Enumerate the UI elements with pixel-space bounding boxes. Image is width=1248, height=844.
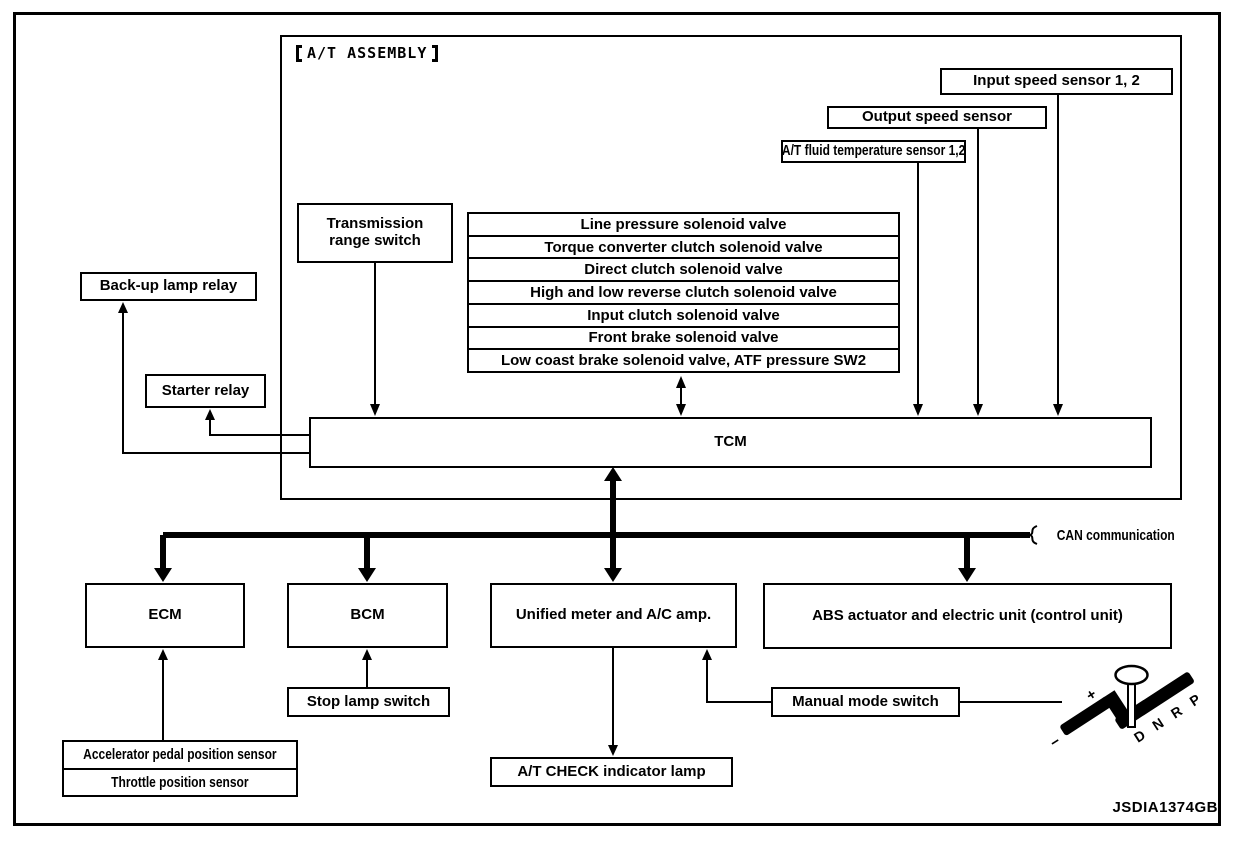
box-tcm-label: TCM xyxy=(714,433,747,451)
box-manual-mode-switch-label: Manual mode switch xyxy=(792,692,939,710)
box-unified-meter-label: Unified meter and A/C amp. xyxy=(515,606,712,624)
box-ecm: ECM xyxy=(85,583,245,648)
solenoid-row: Front brake solenoid valve xyxy=(469,325,898,349)
pedal-sensor-row: Accelerator pedal position sensor xyxy=(64,742,296,768)
at-assembly-label-text: A/T ASSEMBLY xyxy=(307,44,428,62)
can-communication-label-text: CAN communication xyxy=(1056,527,1175,544)
box-stop-lamp-switch: Stop lamp switch xyxy=(287,687,450,717)
outer-border xyxy=(13,12,1221,826)
box-at-check-lamp-label: A/T CHECK indicator lamp xyxy=(517,762,706,780)
box-at-fluid-temp-sensor-label: A/T fluid temperature sensor 1,2 xyxy=(781,142,966,160)
box-at-fluid-temp-sensor: A/T fluid temperature sensor 1,2 xyxy=(781,140,966,163)
pedal-sensor-row-label: Throttle position sensor xyxy=(111,773,249,791)
at-assembly-boundary xyxy=(280,35,1182,500)
box-transmission-range-switch: Transmission range switch xyxy=(297,203,453,263)
box-output-speed-sensor-label: Output speed sensor xyxy=(861,108,1013,126)
solenoid-row: Line pressure solenoid valve xyxy=(580,215,787,233)
box-transmission-range-switch-label: Transmission range switch xyxy=(326,215,424,249)
box-abs-unit: ABS actuator and electric unit (control … xyxy=(763,583,1172,649)
can-communication-label: CAN communication xyxy=(1042,527,1190,544)
box-stop-lamp-switch-label: Stop lamp switch xyxy=(306,692,431,710)
solenoid-row: Input clutch solenoid valve xyxy=(469,302,898,326)
figure-id: JSDIA1374GB xyxy=(1112,799,1218,816)
left-lenticular-bracket-icon xyxy=(296,44,302,62)
solenoid-row: Direct clutch solenoid valve xyxy=(469,257,898,280)
box-backup-lamp-relay: Back-up lamp relay xyxy=(80,272,257,301)
box-at-check-lamp: A/T CHECK indicator lamp xyxy=(490,757,733,787)
at-assembly-label: A/T ASSEMBLY xyxy=(296,44,439,62)
solenoid-row: Low coast brake solenoid valve, ATF pres… xyxy=(469,348,898,371)
box-input-speed-sensor: Input speed sensor 1, 2 xyxy=(940,68,1173,95)
pedal-sensor-stack: Accelerator pedal position sensor Thrott… xyxy=(62,740,298,797)
box-tcm: TCM xyxy=(309,417,1152,468)
pedal-sensor-row-label: Accelerator pedal position sensor xyxy=(83,746,277,764)
pedal-sensor-row: Throttle position sensor xyxy=(64,767,296,796)
box-unified-meter: Unified meter and A/C amp. xyxy=(490,583,737,648)
box-ecm-label: ECM xyxy=(148,606,182,624)
box-output-speed-sensor: Output speed sensor xyxy=(827,106,1047,129)
box-backup-lamp-relay-label: Back-up lamp relay xyxy=(99,277,238,295)
box-starter-relay: Starter relay xyxy=(145,374,266,408)
box-bcm-label: BCM xyxy=(350,606,385,624)
box-manual-mode-switch: Manual mode switch xyxy=(771,687,960,717)
solenoid-valve-stack: Line pressure solenoid valve Torque conv… xyxy=(467,212,900,373)
box-input-speed-sensor-label: Input speed sensor 1, 2 xyxy=(973,72,1140,90)
box-starter-relay-label: Starter relay xyxy=(161,381,250,399)
box-bcm: BCM xyxy=(287,583,448,648)
box-abs-unit-label: ABS actuator and electric unit (control … xyxy=(812,606,1123,624)
solenoid-row: High and low reverse clutch solenoid val… xyxy=(469,280,898,303)
right-lenticular-bracket-icon xyxy=(432,44,439,62)
solenoid-row: Torque converter clutch solenoid valve xyxy=(469,234,898,258)
